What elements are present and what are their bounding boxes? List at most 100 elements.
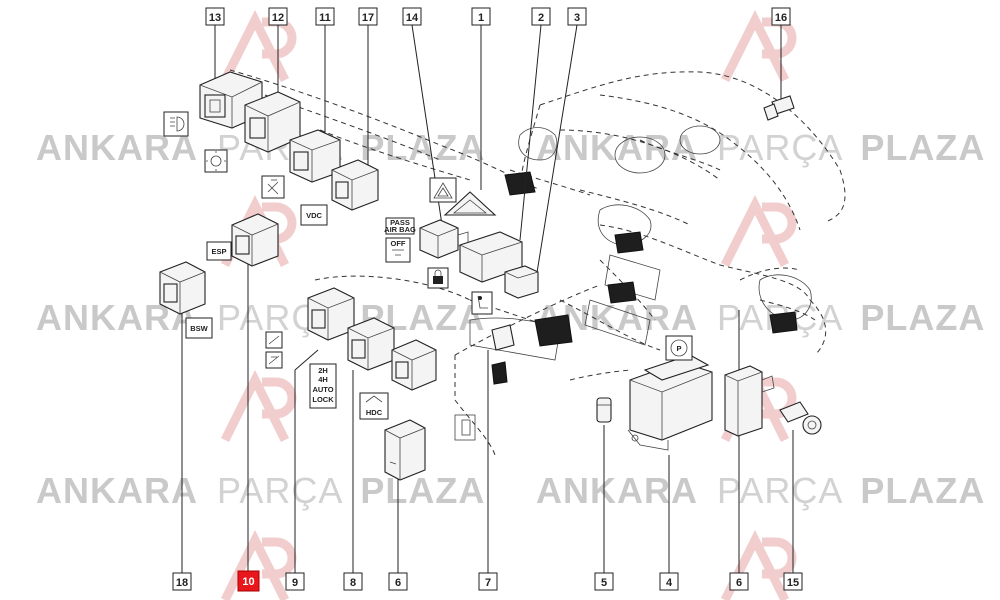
svg-text:5: 5 — [601, 577, 607, 589]
callout-8: 8 — [343, 572, 363, 591]
callout-5: 5 — [594, 572, 614, 591]
part-12-switch — [244, 91, 301, 153]
callout-3: 3 — [567, 7, 587, 26]
part-17-switch — [331, 159, 379, 211]
drive-auto-label: AUTO — [312, 385, 333, 394]
watermark-text: ANKARA PARÇA PLAZA — [536, 470, 985, 511]
airbag-off-label: OFF — [391, 239, 406, 248]
hdc-symbol: HDC — [359, 392, 389, 420]
drive-lock-label: LOCK — [312, 395, 334, 404]
callout-6-right: 6 — [729, 572, 749, 591]
svg-text:17: 17 — [362, 12, 374, 24]
svg-text:13: 13 — [209, 12, 221, 24]
callout-9: 9 — [285, 572, 305, 591]
part-1-hazard-switch — [443, 191, 497, 216]
traction-symbol — [265, 351, 283, 369]
drive-2h-label: 2H — [318, 366, 328, 375]
drive-mode-symbol: 2H 4H AUTO LOCK — [309, 363, 337, 409]
watermark-text: ANKARA PARÇA PLAZA — [536, 297, 985, 338]
vdc-symbol: VDC — [300, 204, 328, 226]
svg-text:16: 16 — [775, 12, 787, 24]
svg-text:2: 2 — [538, 12, 544, 24]
bsw-symbol: BSW — [185, 317, 213, 339]
svg-text:4: 4 — [666, 577, 673, 589]
lock-symbol — [427, 267, 449, 289]
callout-11: 11 — [315, 7, 335, 26]
parking-brake-label: P — [676, 344, 681, 353]
dashboard-details — [454, 125, 812, 441]
callout-18: 18 — [172, 572, 192, 591]
watermark-text: ANKARA PARÇA PLAZA — [536, 127, 985, 168]
part-15-ignition-switch — [779, 401, 822, 435]
part-6-right-cover — [724, 365, 775, 437]
part-10-switch — [231, 213, 279, 267]
part-16-bulb — [763, 95, 795, 121]
svg-text:18: 18 — [176, 577, 188, 589]
part-3-connector — [504, 265, 539, 299]
parking-brake-symbol: P — [665, 335, 693, 361]
watermark-logo-icon — [720, 529, 797, 600]
svg-text:6: 6 — [395, 577, 401, 589]
watermark-text: ANKARA PARÇA PLAZA — [36, 297, 485, 338]
callout-6-left: 6 — [388, 572, 408, 591]
part-9-switch — [307, 287, 355, 341]
part-18-switch — [159, 261, 206, 315]
drive-4h-label: 4H — [318, 375, 328, 384]
vdc-label: VDC — [306, 211, 322, 220]
watermark-logo-icon — [220, 529, 297, 600]
callout-12: 12 — [268, 7, 288, 26]
watermark-text: ANKARA PARÇA PLAZA — [36, 470, 485, 511]
part-7-bracket — [491, 324, 515, 351]
part-14-switch — [419, 219, 469, 259]
airbag-line1-label: PASS — [390, 218, 410, 227]
leader-lines — [181, 24, 794, 573]
adjust-symbol — [261, 175, 285, 199]
hazard-symbol — [429, 177, 457, 203]
svg-text:1: 1 — [478, 12, 484, 24]
svg-text:11: 11 — [319, 12, 331, 24]
svg-text:10: 10 — [242, 576, 254, 588]
svg-text:3: 3 — [574, 12, 580, 24]
esp-symbol: ESP — [206, 241, 232, 261]
svg-text:12: 12 — [272, 12, 284, 24]
callout-16: 16 — [771, 7, 791, 26]
callout-14: 14 — [402, 7, 422, 26]
svg-text:15: 15 — [787, 577, 799, 589]
svg-text:9: 9 — [292, 577, 298, 589]
part-4-parking-brake-switch — [627, 354, 713, 451]
mounting-zones — [491, 171, 798, 385]
mounting-zone — [534, 314, 573, 347]
svg-text:14: 14 — [406, 12, 419, 24]
mounting-zone — [491, 361, 508, 385]
callout-15: 15 — [783, 572, 803, 591]
watermark-logo-icon — [220, 369, 297, 443]
watermark-logo-icon — [220, 9, 297, 83]
light-symbol — [204, 149, 228, 173]
watermark-logo-icon — [720, 194, 797, 268]
passenger-airbag-symbol: PASS AIR BAG — [384, 217, 416, 235]
mounting-zone — [769, 311, 798, 334]
watermark-logo-icon — [720, 9, 797, 83]
headlight-level-symbol — [163, 111, 189, 137]
svg-text:8: 8 — [350, 577, 356, 589]
callout-7: 7 — [478, 572, 498, 591]
callout-10-highlighted: 10 — [237, 570, 260, 592]
svg-text:7: 7 — [485, 577, 491, 589]
mounting-zone — [614, 231, 644, 254]
callout-4: 4 — [659, 572, 679, 591]
part-2-airbag-indicator — [459, 231, 523, 283]
hdc-label: HDC — [366, 408, 383, 417]
mounting-zone — [607, 281, 637, 304]
callout-2: 2 — [531, 7, 551, 26]
callout-1: 1 — [471, 7, 491, 26]
bsw-label: BSW — [190, 324, 208, 333]
slope-symbol — [265, 331, 283, 349]
svg-text:6: 6 — [736, 577, 742, 589]
airbag-line2-label: AIR BAG — [384, 225, 416, 234]
seat-symbol — [471, 291, 493, 315]
callout-13: 13 — [205, 7, 225, 26]
part-5-bulb — [596, 397, 612, 423]
airbag-off-symbol: OFF — [385, 237, 411, 263]
part-6-cover — [384, 419, 426, 481]
part-8-switch — [347, 317, 395, 371]
